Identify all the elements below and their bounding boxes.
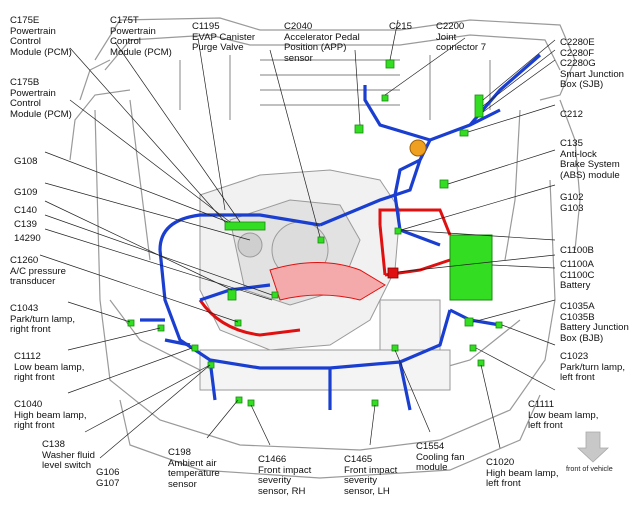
battery [449, 234, 493, 301]
engine-block [199, 169, 401, 351]
intake-duct [269, 262, 386, 301]
connectors [127, 59, 503, 407]
connector-c215 [385, 59, 395, 69]
connector-c140 [227, 289, 237, 301]
connector-c198 [235, 396, 243, 404]
vehicle-body-outline [69, 17, 581, 479]
connector-c1260 [234, 319, 242, 327]
label-c1100b: C1100B [560, 245, 594, 257]
connector-c138 [207, 361, 215, 369]
connector-c1466 [247, 399, 255, 407]
front-arrow-icon [576, 431, 610, 463]
front-of-vehicle-label: front of vehicle [566, 464, 613, 473]
label-14290: 14290 [14, 233, 41, 245]
connector-c212 [459, 129, 469, 137]
label-c139: C139 [14, 219, 37, 231]
connector-c1035 [464, 317, 474, 327]
connector-c1112 [157, 324, 165, 332]
cooling-fan-module [199, 299, 451, 391]
connector-14290 [271, 291, 279, 299]
label-c215: C215 [389, 21, 412, 33]
label-c140: C140 [14, 205, 37, 217]
connector-c1111 [469, 344, 477, 352]
connector-c2280 [474, 94, 484, 118]
connector-c1043 [127, 319, 135, 327]
connector-c1023 [495, 321, 503, 329]
label-g109: G109 [14, 187, 38, 199]
connector-c1554 [391, 344, 399, 352]
label-g108: G108 [14, 156, 38, 168]
engine-bay-diagram [39, 17, 610, 479]
connector-c1100a [387, 267, 399, 279]
connector-c1195 [317, 236, 325, 244]
connector-c2040 [354, 124, 364, 134]
connector-c175 [224, 221, 266, 231]
connector-c2200 [381, 94, 389, 102]
connector-c135 [439, 179, 449, 189]
connector-c1040 [191, 344, 199, 352]
leader-lines [39, 19, 556, 459]
brake-reservoir [409, 139, 427, 157]
label-c212: C212 [560, 109, 583, 121]
connector-c1100b [394, 227, 402, 235]
